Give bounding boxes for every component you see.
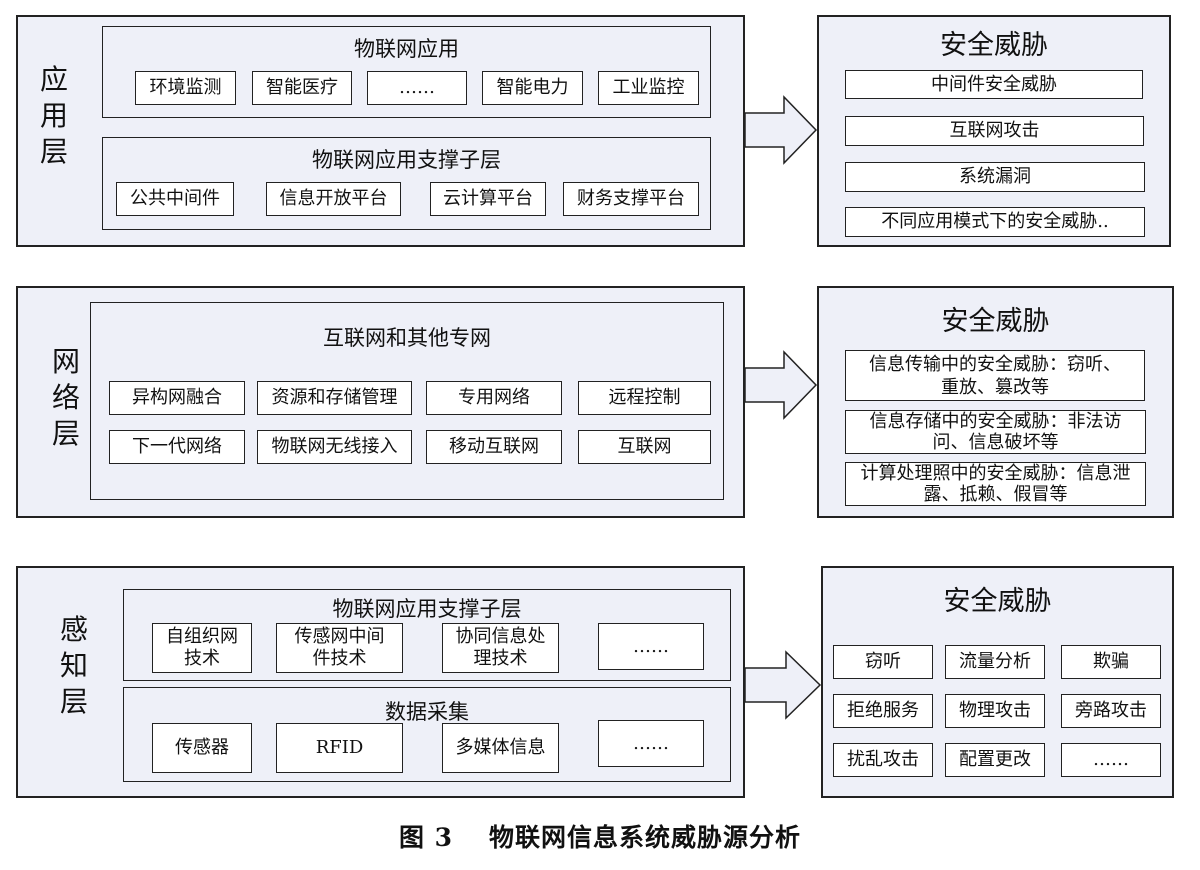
collection-item-sensor: 传感器 <box>152 723 252 773</box>
iot-application-title: 物联网应用 <box>354 37 459 61</box>
collection-item-multimedia: 多媒体信息 <box>442 723 559 773</box>
network-item-resource-storage: 资源和存储管理 <box>257 381 412 415</box>
figure-caption: 图 3 物联网信息系统威胁源分析 <box>0 818 1200 854</box>
support-item-ellipsis: …… <box>598 623 704 670</box>
threat-side-channel: 旁路攻击 <box>1061 694 1161 728</box>
threat-ellipsis: …… <box>1061 743 1161 777</box>
network-item-iot-wireless-access: 物联网无线接入 <box>257 430 412 464</box>
threat-processing: 计算处理照中的安全威胁：信息泄露、抵赖、假冒等 <box>845 462 1146 506</box>
perception-layer-label: 感 知 层 <box>59 613 88 718</box>
application-layer-label: 应 用 层 <box>39 63 68 168</box>
application-threats-title: 安全威胁 <box>940 30 1048 61</box>
perception-support-title: 物联网应用支撑子层 <box>332 597 522 621</box>
support-item-finance-platform: 财务支撑平台 <box>563 182 699 216</box>
app-item-industrial-monitoring: 工业监控 <box>598 71 699 105</box>
support-item-collaborative-processing: 协同信息处 理技术 <box>442 623 559 673</box>
application-support-title: 物联网应用支撑子层 <box>312 148 501 172</box>
network-layer-label: 网 络 层 <box>51 345 80 450</box>
network-item-remote-control: 远程控制 <box>578 381 711 415</box>
perception-threats-title: 安全威胁 <box>943 586 1052 617</box>
arrow-right-icon <box>744 650 822 720</box>
arrow-right-icon <box>744 95 818 165</box>
data-collection-title: 数据采集 <box>385 700 469 724</box>
threat-config-change: 配置更改 <box>945 743 1045 777</box>
app-item-smart-power: 智能电力 <box>482 71 583 105</box>
support-item-public-middleware: 公共中间件 <box>116 182 234 216</box>
network-item-next-generation: 下一代网络 <box>109 430 245 464</box>
arrow-right-icon <box>744 350 818 420</box>
network-item-heterogeneous-fusion: 异构网融合 <box>109 381 245 415</box>
collection-item-ellipsis: …… <box>598 720 704 767</box>
app-item-smart-healthcare: 智能医疗 <box>252 71 352 105</box>
threat-application-modes: 不同应用模式下的安全威胁.. <box>845 207 1145 237</box>
threat-traffic-analysis: 流量分析 <box>945 645 1045 679</box>
threat-system-vulnerability: 系统漏洞 <box>845 162 1145 192</box>
support-item-self-organizing-network: 自组织网 技术 <box>152 623 252 673</box>
network-item-mobile-internet: 移动互联网 <box>426 430 562 464</box>
threat-denial-of-service: 拒绝服务 <box>833 694 933 728</box>
support-item-cloud-computing-platform: 云计算平台 <box>430 182 546 216</box>
network-group-title: 互联网和其他专网 <box>323 326 491 350</box>
threat-disruption: 扰乱攻击 <box>833 743 933 777</box>
threat-middleware: 中间件安全威胁 <box>845 70 1143 99</box>
threat-internet-attack: 互联网攻击 <box>845 116 1144 146</box>
network-threats-title: 安全威胁 <box>941 306 1050 337</box>
support-item-open-information-platform: 信息开放平台 <box>266 182 401 216</box>
threat-eavesdropping: 窃听 <box>833 645 933 679</box>
network-item-internet: 互联网 <box>578 430 711 464</box>
threat-storage: 信息存储中的安全威胁：非法访问、信息破坏等 <box>845 410 1146 454</box>
app-item-environment-monitoring: 环境监测 <box>135 71 236 105</box>
collection-item-rfid: RFID <box>276 723 403 773</box>
app-item-ellipsis: …… <box>367 71 467 105</box>
support-item-sensor-middleware: 传感网中间 件技术 <box>276 623 403 673</box>
threat-spoofing: 欺骗 <box>1061 645 1161 679</box>
threat-physical-attack: 物理攻击 <box>945 694 1045 728</box>
threat-transmission: 信息传输中的安全威胁：窃听、重放、篡改等 <box>845 350 1145 401</box>
figure-number: 图 3 <box>398 823 454 852</box>
network-item-dedicated-network: 专用网络 <box>426 381 562 415</box>
figure-title: 物联网信息系统威胁源分析 <box>489 823 802 852</box>
